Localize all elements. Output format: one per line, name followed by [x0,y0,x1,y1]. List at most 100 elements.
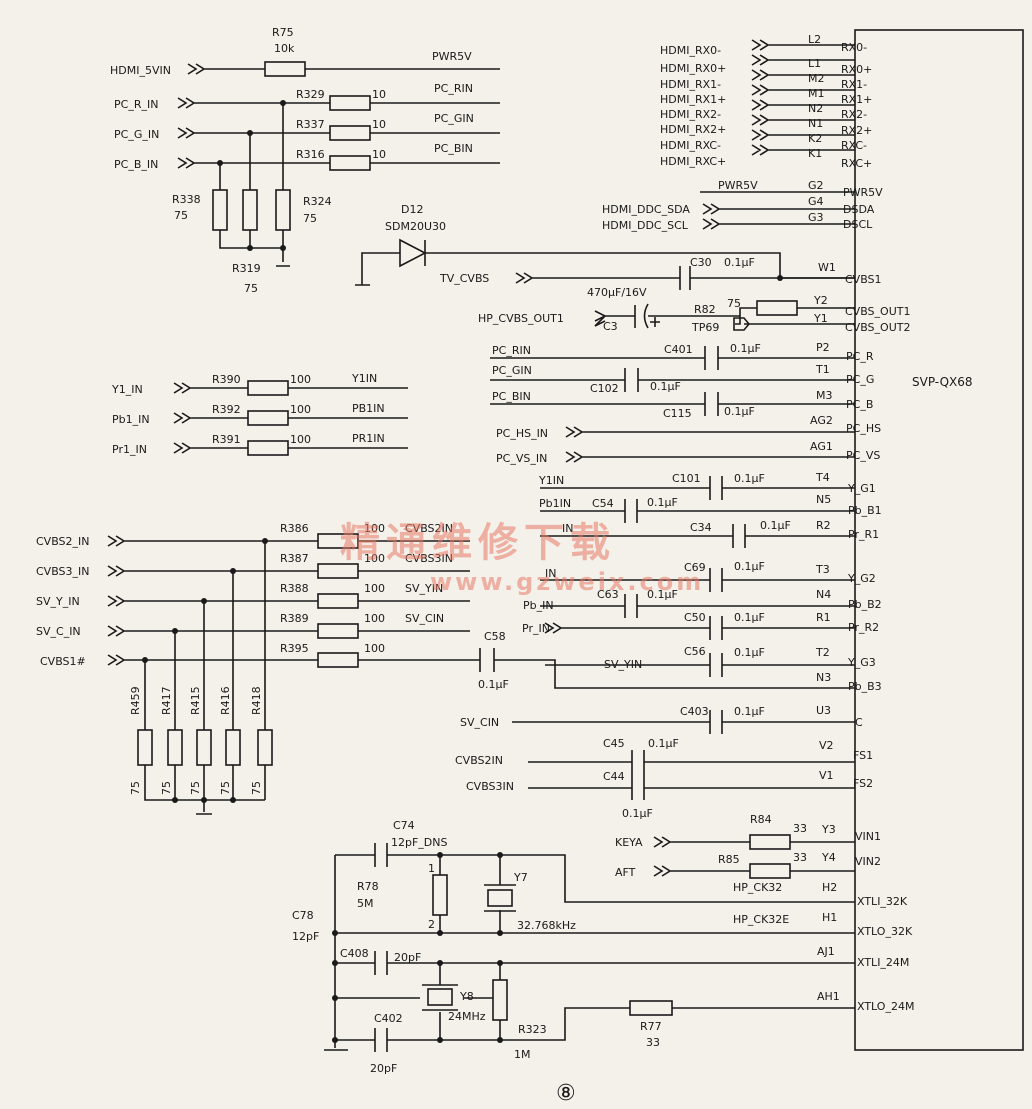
r395-val: 100 [364,642,385,655]
pc-r-in-net: PC_R_IN [114,98,158,111]
c54-ref: C54 [592,497,614,510]
pr-r1-pin: Pr_R1 [848,528,879,541]
r78-resistor [432,874,448,916]
r395-resistor [317,652,359,668]
pc-g-pin: PC_G [846,373,874,386]
tp69-ref: TP69 [691,321,719,334]
r392-val: 100 [290,403,311,416]
y8-crystal [427,988,453,1006]
ag1-ball: AG1 [810,440,833,453]
pb-in-net: Pb_IN [523,599,554,612]
sync-pins: PC_HS_IN PC_VS_IN AG2 AG1 PC_HS PC_VS [496,414,881,465]
ic-svp-qx68: SVP-QX68 [854,29,1024,1051]
c101-ref: C101 [672,472,701,485]
c3-val: 470μF/16V [587,286,647,299]
ic-name: SVP-QX68 [912,375,973,389]
ddc-net-0: HDMI_DDC_SDA [602,203,690,216]
page-number: ⑧ [556,1081,576,1106]
pwr-ddc-group: PWR5V G2 PWR5V HDMI_DDC_SDA HDMI_DDC_SCL… [602,179,883,232]
r323-ref: R323 [518,1023,547,1036]
y3-ball: Y3 [821,823,836,836]
r387-ref: R387 [280,552,309,565]
vin-pins: KEYA AFT R84 R85 33 33 Y3 Y4 VIN1 VIN2 [615,813,881,879]
pwr-net: PWR5V [718,179,758,192]
pr-in-net-1: IN [562,522,573,535]
r459-val: 75 [129,781,142,795]
y7-crystal [487,889,513,907]
diode-cvbs1-group: D12 SDM20U30 TV_CVBS C30 0.1μF W1 CVBS1 … [355,203,910,334]
watermark-url: www.gzweix.com [430,568,704,596]
n5-ball: N5 [816,493,831,506]
r415-val: 75 [189,781,202,795]
r324-ref: R324 [303,195,332,208]
sv-cin-net: SV_CIN [460,716,499,729]
pwr-pin: PWR5V [843,186,883,199]
c34-ref: C34 [690,521,712,534]
ddc-ball-0: G4 [808,195,824,208]
r78-val: 5M [357,897,374,910]
r386-val: 100 [364,522,385,535]
sv-yin-net: SV_YIN [604,658,642,671]
hdmi-ball-3: M1 [808,87,825,100]
r459-resistor [137,729,153,766]
cvbs3-in-net: CVBS3_IN [36,565,90,578]
y1-in-net: Y1_IN [111,383,143,396]
c78-val: 12pF [292,930,319,943]
c45-val: 0.1μF [648,737,679,750]
c56-val: 0.1μF [734,646,765,659]
ddc-net-1: HDMI_DDC_SCL [602,219,689,232]
r416-val: 75 [219,781,232,795]
sv-yin-out: SV_YIN [405,582,443,595]
sv-c-in-net: SV_C_IN [36,625,81,638]
hdmi5v-out: PWR5V [432,50,472,63]
ypbpr-inputs: Y1_IN Pb1_IN Pr1_IN R390 R392 R391 100 1… [111,372,408,456]
hdmi-pin-3: RX1+ [841,93,872,106]
n4-ball: N4 [816,588,831,601]
c58-val: 0.1μF [478,678,509,691]
r386-ref: R386 [280,522,309,535]
hdmi-ball-1: L1 [808,57,821,70]
r392-ref: R392 [212,403,241,416]
t4-ball: T4 [815,471,830,484]
ddc-pin-0: DSDA [843,203,875,216]
c402-ref: C402 [374,1012,403,1025]
y-g1-pin: Y_G1 [847,482,876,495]
r85-val: 33 [793,851,807,864]
r391-resistor [247,440,289,456]
r418-ref: R418 [250,686,263,715]
hdmi-ball-7: K1 [808,147,822,160]
cvbs3in-net: CVBS3IN [466,780,514,793]
r324-val: 75 [303,212,317,225]
c50-val: 0.1μF [734,611,765,624]
r84-val: 33 [793,822,807,835]
r319-ref: R319 [232,262,261,275]
hdmi-net-7: HDMI_RXC+ [660,155,726,168]
pb1-in-net: Pb1_IN [112,413,150,426]
component-chip-pins: Y1IN Pb1IN IN IN Pb_IN Pr_IN SV_YIN C101… [522,471,882,677]
c401-val: 0.1μF [730,342,761,355]
watermark-cn: 精通维修下载 [340,520,616,566]
r387-val: 100 [364,552,385,565]
r2-ball: R2 [816,519,831,532]
r389-resistor [317,623,359,639]
c30-ref: C30 [690,256,712,269]
c44-ref: C44 [603,770,625,783]
r417-ref: R417 [160,686,173,715]
r395-ref: R395 [280,642,309,655]
xtlo-24m-pin: XTLO_24M [857,1000,914,1013]
c403-val: 0.1μF [734,705,765,718]
r459-ref: R459 [129,686,142,715]
r77-resistor [629,1000,673,1016]
c115-val: 0.1μF [724,405,755,418]
d12-part: SDM20U30 [385,220,446,233]
r316-ref: R316 [296,148,325,161]
m3-ball: M3 [816,389,833,402]
c115-ref: C115 [663,407,692,420]
cvbs1-pin: CVBS1 [845,273,882,286]
r84-resistor [749,834,791,850]
pc-g-in-net: PC_G_IN [114,128,159,141]
r417-resistor [167,729,183,766]
pc-rgb-inputs: PC_R_IN PC_G_IN PC_B_IN R329 R337 R316 1… [114,82,500,295]
r391-val: 100 [290,433,311,446]
pb-b2-pin: Pb_B2 [848,598,882,611]
